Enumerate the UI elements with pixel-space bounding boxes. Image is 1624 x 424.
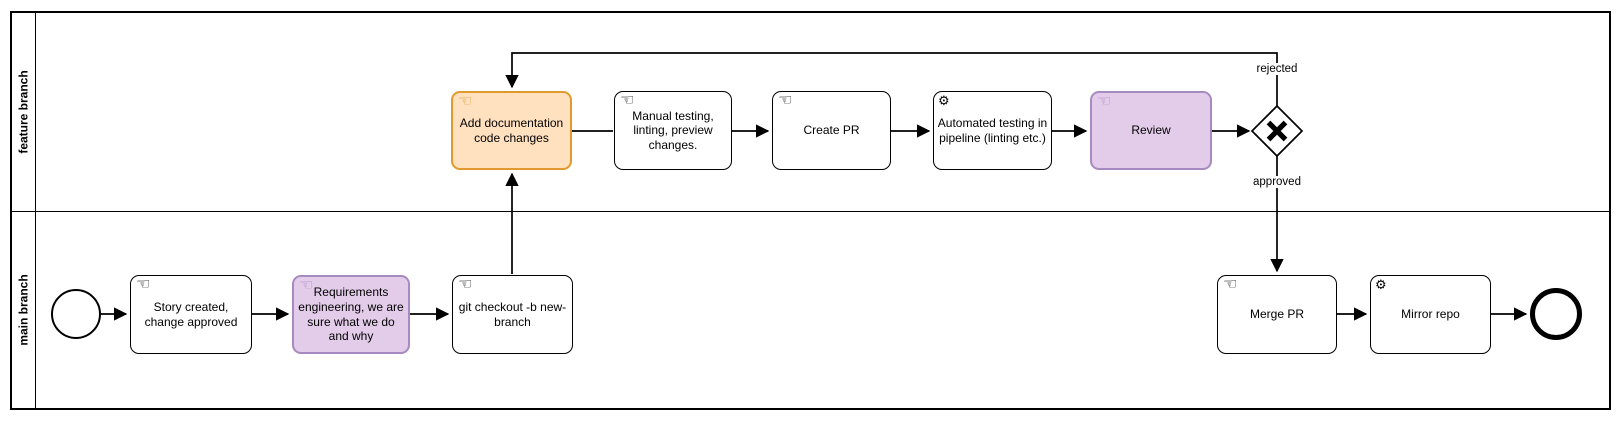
task-merge-pr[interactable]: ☜ Merge PR bbox=[1217, 275, 1337, 354]
task-requirements[interactable]: ☜ Requirements engineering, we are sure … bbox=[292, 275, 410, 354]
flow-label-rejected: rejected bbox=[1253, 63, 1301, 75]
task-requirements-label: Requirements engineering, we are sure wh… bbox=[298, 285, 404, 344]
task-git-checkout[interactable]: ☜ git checkout -b new-branch bbox=[452, 275, 573, 354]
task-add-documentation[interactable]: ☜ Add documentation code changes bbox=[451, 91, 572, 170]
task-story-created-label: Story created, change approved bbox=[144, 299, 238, 329]
task-manual-testing[interactable]: ☜ Manual testing, linting, preview chang… bbox=[614, 91, 732, 170]
task-review-label: Review bbox=[1131, 123, 1171, 138]
lane-divider bbox=[12, 211, 1609, 212]
manual-task-hand-icon: ☜ bbox=[299, 275, 314, 294]
manual-task-hand-icon: ☜ bbox=[1097, 91, 1112, 110]
service-task-gear-icon: ⚙ bbox=[938, 94, 950, 109]
manual-task-hand-icon: ☜ bbox=[778, 90, 793, 109]
task-create-pr[interactable]: ☜ Create PR bbox=[772, 91, 891, 170]
manual-task-hand-icon: ☜ bbox=[458, 91, 473, 110]
lane-label-divider bbox=[35, 13, 36, 408]
exclusive-gateway[interactable] bbox=[1250, 104, 1304, 158]
task-create-pr-label: Create PR bbox=[803, 123, 860, 138]
flow-rejected-loop[interactable] bbox=[505, 52, 1278, 107]
task-automated-testing-label: Automated testing in pipeline (linting e… bbox=[937, 115, 1048, 145]
task-merge-pr-label: Merge PR bbox=[1249, 307, 1305, 322]
task-story-created[interactable]: ☜ Story created, change approved bbox=[130, 275, 252, 354]
manual-task-hand-icon: ☜ bbox=[620, 90, 635, 109]
flow-label-approved: approved bbox=[1250, 176, 1304, 188]
task-mirror-repo[interactable]: ⚙ Mirror repo bbox=[1370, 275, 1491, 354]
task-manual-testing-label: Manual testing, linting, preview changes… bbox=[632, 108, 714, 152]
manual-task-hand-icon: ☜ bbox=[136, 274, 151, 293]
task-automated-testing[interactable]: ⚙ Automated testing in pipeline (linting… bbox=[933, 91, 1052, 170]
task-add-documentation-label: Add documentation code changes bbox=[459, 115, 564, 145]
end-event[interactable] bbox=[1530, 288, 1582, 340]
process-pool[interactable]: feature branch main branch bbox=[10, 11, 1611, 410]
service-task-gear-icon: ⚙ bbox=[1375, 278, 1387, 293]
task-mirror-repo-label: Mirror repo bbox=[1401, 307, 1460, 322]
gateway-x-icon bbox=[1266, 120, 1288, 142]
start-event[interactable] bbox=[51, 289, 101, 339]
manual-task-hand-icon: ☜ bbox=[1223, 274, 1238, 293]
task-review[interactable]: ☜ Review bbox=[1090, 91, 1212, 170]
task-git-checkout-label: git checkout -b new-branch bbox=[458, 299, 567, 329]
manual-task-hand-icon: ☜ bbox=[458, 274, 473, 293]
